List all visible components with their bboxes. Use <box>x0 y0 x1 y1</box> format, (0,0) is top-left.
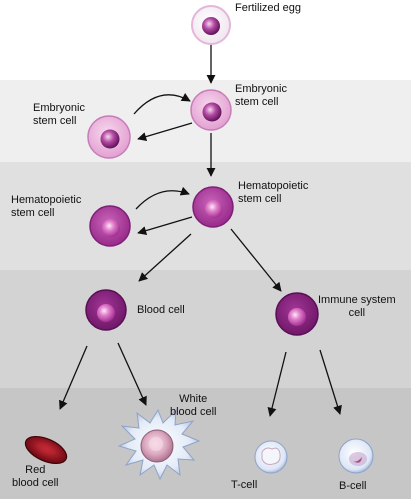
arrow-hematopoietic-to-copy <box>137 216 193 236</box>
fertilized-egg-cell <box>191 5 231 45</box>
arrow-embryonic-to-copy <box>137 122 193 142</box>
label-embryonic-stem-cell-main: Embryonic stem cell <box>235 83 287 108</box>
label-embryonic-stem-cell-copy: Embryonic stem cell <box>33 102 85 127</box>
arrow-embryonic-self-renew <box>133 93 191 115</box>
band-level-4 <box>0 270 411 388</box>
label-fertilized-egg: Fertilized egg <box>235 2 302 14</box>
hematopoietic-stem-cell-copy <box>89 205 131 247</box>
arrow-hematopoietic-self-renew <box>135 186 190 210</box>
embryonic-stem-cell-copy <box>87 115 131 159</box>
label-white-blood-cell: White blood cell <box>170 393 217 418</box>
label-hematopoietic-stem-cell-main: Hematopoietic stem cell <box>238 180 309 205</box>
arrow-immune-to-tcell <box>267 351 287 417</box>
arrow-hematopoietic-to-blood <box>138 233 192 282</box>
t-cell <box>254 440 288 474</box>
arrow-blood-to-white <box>117 342 147 406</box>
blood-cell <box>85 289 127 331</box>
immune-system-cell <box>275 292 319 336</box>
b-cell <box>338 438 374 474</box>
arrows <box>59 44 342 417</box>
white-blood-cell <box>117 408 201 481</box>
arrow-hematopoietic-to-immune <box>230 228 282 292</box>
red-blood-cell <box>24 435 68 465</box>
label-red-blood-cell: Red blood cell <box>12 464 59 489</box>
label-b-cell: B-cell <box>339 480 367 492</box>
arrow-blood-to-red <box>59 345 88 410</box>
arrow-immune-to-bcell <box>319 349 342 415</box>
band-level-5 <box>0 388 411 499</box>
label-t-cell: T-cell <box>231 479 258 491</box>
label-blood-cell: Blood cell <box>137 304 185 316</box>
label-hematopoietic-stem-cell-copy: Hematopoietic stem cell <box>11 194 82 219</box>
embryonic-stem-cell-main <box>190 89 232 131</box>
label-immune-system-cell: Immune system cell <box>318 294 396 319</box>
hematopoietic-stem-cell-main <box>192 186 234 228</box>
